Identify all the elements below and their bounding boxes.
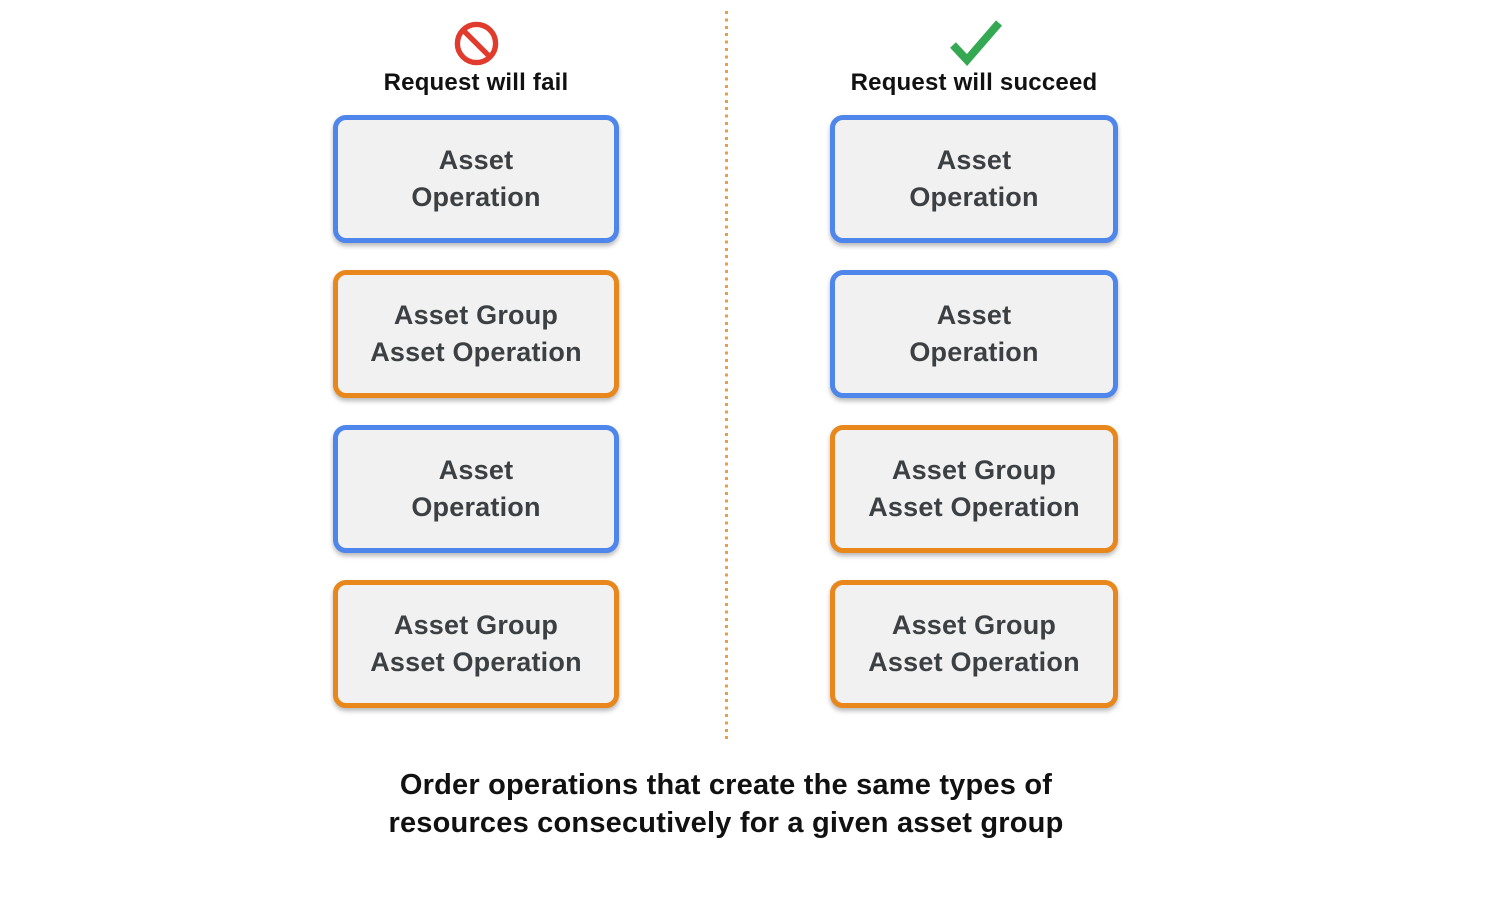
fail-box-list: Asset Operation Asset Group Asset Operat…: [333, 115, 619, 708]
operation-box-label: Asset Group Asset Operation: [868, 455, 1080, 522]
succeed-box-list: Asset Operation Asset Operation Asset Gr…: [830, 115, 1118, 708]
operation-box-label: Asset Operation: [909, 300, 1039, 367]
operation-box-label: Asset Group Asset Operation: [370, 610, 582, 677]
caption: Order operations that create the same ty…: [388, 769, 1064, 839]
operation-box: Asset Operation: [333, 425, 619, 553]
operation-box-label: Asset Group Asset Operation: [868, 610, 1080, 677]
operation-box: Asset Operation: [333, 115, 619, 243]
checkmark-icon: [943, 18, 1005, 68]
fail-column-title: Request will fail: [383, 69, 569, 96]
operation-box: Asset Group Asset Operation: [830, 580, 1118, 708]
operation-box-label: Asset Operation: [411, 145, 541, 212]
operation-box: Asset Group Asset Operation: [333, 580, 619, 708]
operation-box: Asset Operation: [830, 115, 1118, 243]
operation-box-label: Asset Group Asset Operation: [370, 300, 582, 367]
succeed-column: Request will succeed Asset Operation Ass…: [830, 0, 1118, 708]
operation-box-label: Asset Operation: [411, 455, 541, 522]
operation-box: Asset Group Asset Operation: [333, 270, 619, 398]
fail-column: Request will fail Asset Operation Asset …: [333, 0, 619, 708]
operation-box-label: Asset Operation: [909, 145, 1039, 212]
prohibited-icon: [453, 18, 500, 68]
operation-box: Asset Operation: [830, 270, 1118, 398]
operation-box: Asset Group Asset Operation: [830, 425, 1118, 553]
succeed-column-title: Request will succeed: [850, 69, 1098, 96]
column-divider: [725, 11, 728, 741]
